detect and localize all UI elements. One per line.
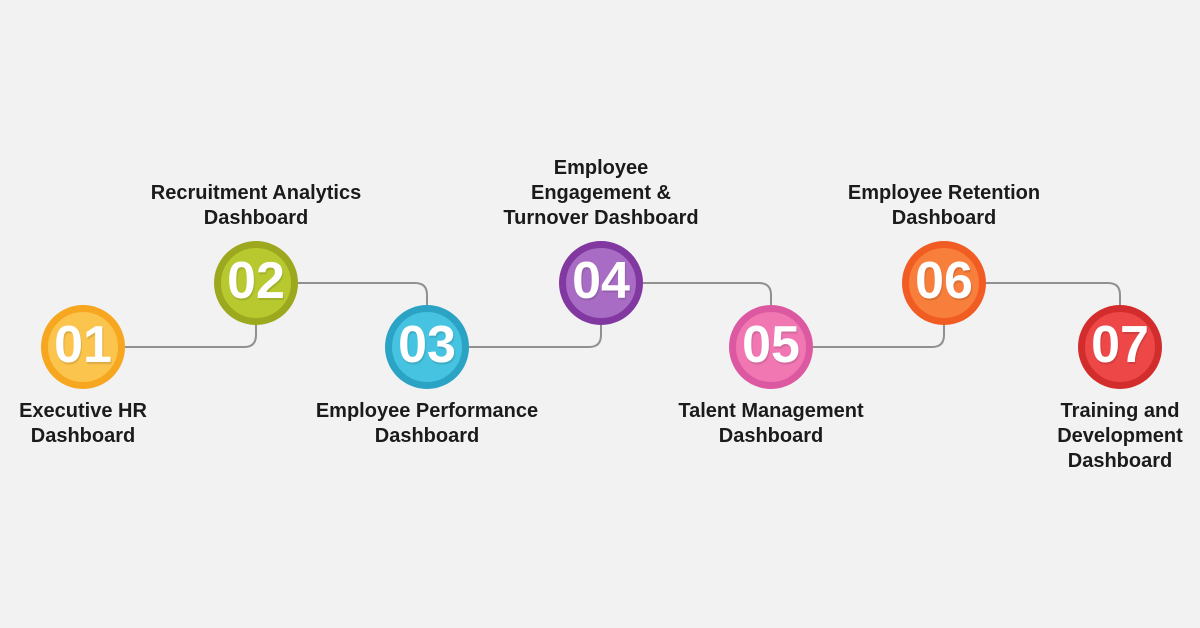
step-5-label: Talent Management Dashboard [678,400,864,447]
step-6-label: Employee Retention Dashboard [847,182,1041,229]
connector-2-3 [298,282,428,305]
step-1-label: Executive HR Dashboard [19,400,147,447]
step-4-label: Employee Engagement & Turnover Dashboard [503,157,699,229]
step-1-number: 01 [54,316,112,374]
step-6-circle: 06 [902,241,986,325]
step-6-number: 06 [915,252,973,310]
step-3-label: Employee Performance Dashboard [315,400,539,447]
connector-1-2 [125,325,257,348]
step-2-circle: 02 [214,241,298,325]
connector-3-4 [469,325,602,348]
connector-4-5 [643,282,772,305]
step-2-label: Recruitment Analytics Dashboard [150,182,362,229]
step-6: 06 Employee Retention Dashboard [848,182,1040,325]
step-7-label: Training and Development Dashboard [1057,400,1183,472]
step-4-number: 04 [572,252,630,310]
step-2-number: 02 [227,252,285,310]
step-7-number: 07 [1091,316,1149,374]
step-3: 03 Employee Performance Dashboard [316,305,538,447]
step-2: 02 Recruitment Analytics Dashboard [151,182,361,325]
connector-6-7 [986,282,1121,305]
connector-5-6 [813,325,945,348]
step-4-circle: 04 [559,241,643,325]
step-1: 01 Executive HR Dashboard [19,305,147,447]
step-4: 04 Employee Engagement & Turnover Dashbo… [503,157,699,325]
step-5: 05 Talent Management Dashboard [678,305,864,447]
step-7: 07 Training and Development Dashboard [1057,305,1183,472]
step-1-circle: 01 [41,305,125,389]
step-3-number: 03 [398,316,456,374]
step-5-circle: 05 [729,305,813,389]
step-5-number: 05 [742,316,800,374]
step-3-circle: 03 [385,305,469,389]
step-7-circle: 07 [1078,305,1162,389]
